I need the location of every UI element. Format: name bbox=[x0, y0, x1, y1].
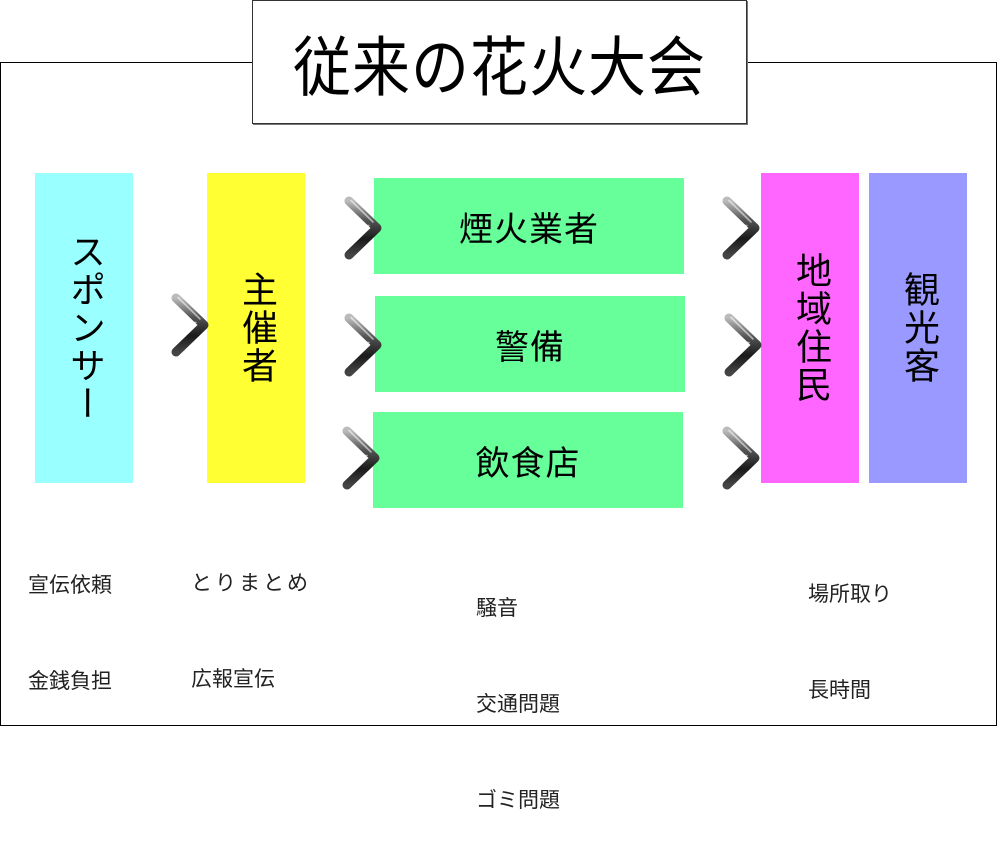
note-line: 広報宣伝 bbox=[191, 667, 275, 691]
arrow-icon bbox=[130, 290, 210, 360]
node-residents-label: 地域住民 bbox=[790, 252, 831, 404]
note-line: 交通問題 bbox=[476, 692, 560, 716]
node-security-label: 警備 bbox=[495, 327, 565, 368]
arrow-icon bbox=[303, 310, 383, 380]
node-tourists-label: 観光客 bbox=[898, 271, 939, 385]
node-organizer-label: 主催者 bbox=[236, 271, 277, 385]
node-tourists: 観光客 bbox=[869, 173, 967, 483]
note-line: 騒音 bbox=[476, 596, 518, 620]
node-organizer: 主催者 bbox=[207, 173, 305, 483]
diagram-title: 従来の花火大会 bbox=[292, 29, 706, 106]
node-fireworks-vendor-label: 煙火業者 bbox=[459, 209, 599, 250]
node-security: 警備 bbox=[375, 296, 685, 392]
note-organizer: とりまとめ 広報宣伝 bbox=[191, 503, 311, 727]
node-food-stalls: 飲食店 bbox=[373, 412, 683, 508]
title-box: 従来の花火大会 bbox=[252, 0, 747, 124]
note-line: 金銭負担 bbox=[28, 669, 112, 693]
arrow-icon bbox=[303, 193, 383, 263]
note-line: 宣伝依頼 bbox=[28, 573, 112, 597]
note-line: とりまとめ bbox=[191, 571, 311, 595]
note-residents: 場所取り 長時間 bbox=[808, 514, 892, 738]
arrow-icon bbox=[683, 310, 763, 380]
note-line: 場所取り bbox=[808, 582, 892, 606]
arrow-icon bbox=[681, 423, 761, 493]
arrow-icon bbox=[681, 193, 761, 263]
note-line: ゴミ問題 bbox=[476, 788, 560, 812]
note-sponsor: 宣伝依頼 金銭負担 bbox=[28, 505, 112, 729]
note-vendors: 騒音 交通問題 ゴミ問題 bbox=[476, 528, 560, 848]
note-line: 長時間 bbox=[808, 678, 871, 702]
arrow-icon bbox=[301, 423, 381, 493]
node-residents: 地域住民 bbox=[761, 173, 859, 483]
node-food-stalls-label: 飲食店 bbox=[475, 443, 581, 484]
node-sponsor: スポンサー bbox=[35, 173, 133, 483]
node-sponsor-label: スポンサー bbox=[64, 233, 105, 423]
node-fireworks-vendor: 煙火業者 bbox=[374, 178, 684, 274]
